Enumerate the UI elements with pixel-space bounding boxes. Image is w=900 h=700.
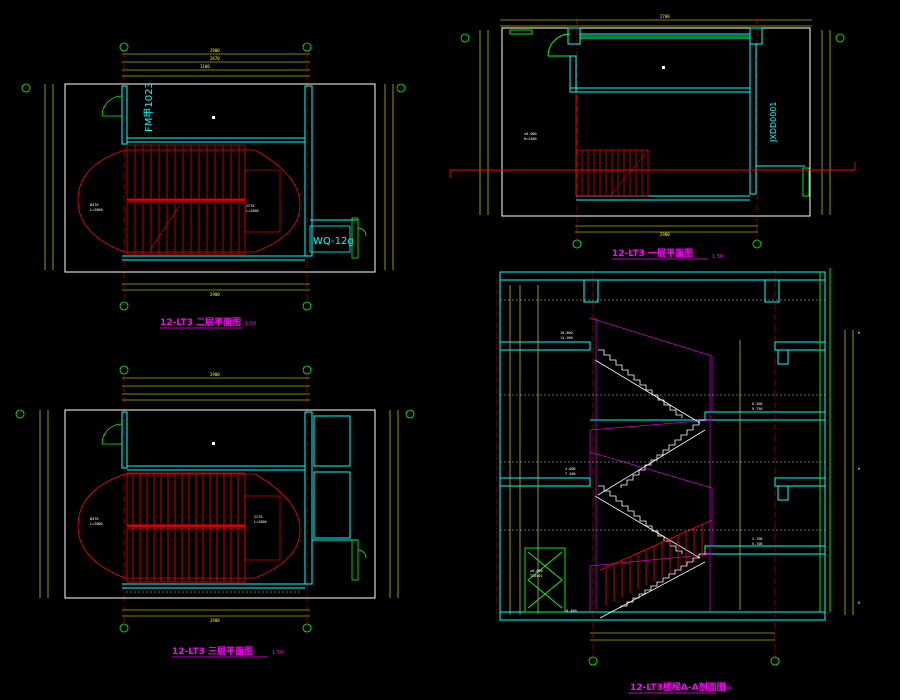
svg-text:9.750: 9.750 xyxy=(752,407,763,411)
svg-text:14.200: 14.200 xyxy=(560,336,573,340)
svg-text:4.800: 4.800 xyxy=(565,467,576,471)
svg-text:2900: 2900 xyxy=(660,232,670,237)
plan-2-scale: 1:50 xyxy=(245,321,256,327)
svg-text:±0.000: ±0.000 xyxy=(530,569,543,573)
wall-tag: WQ-12g xyxy=(313,236,354,247)
svg-text:2900: 2900 xyxy=(210,292,220,297)
svg-text:H: H xyxy=(858,331,860,335)
svg-text:2270: 2270 xyxy=(254,515,262,519)
svg-text:H: H xyxy=(858,467,860,471)
svg-text:5.700: 5.700 xyxy=(752,542,763,546)
svg-text:2700: 2700 xyxy=(660,14,670,19)
plan-1-scale: 1:50 xyxy=(712,254,723,260)
door-tag: FM甲1023 xyxy=(144,82,155,132)
svg-text:2900: 2900 xyxy=(210,372,220,377)
svg-text:L=2600: L=2600 xyxy=(254,520,267,524)
svg-text:H=2400: H=2400 xyxy=(524,137,537,141)
first-floor-plan: 2700 2900 xyxy=(449,14,856,260)
svg-text:6.300: 6.300 xyxy=(752,402,763,406)
third-floor-plan: 2900 2900 xyxy=(15,365,415,658)
plan-2-title: 12-LT3 二层平面图 xyxy=(160,317,241,328)
door-tag-first-floor: JXDD0001 xyxy=(769,101,778,143)
svg-text:B470: B470 xyxy=(90,203,98,207)
svg-text:L=2800: L=2800 xyxy=(90,522,103,526)
section-title: 12-LT3楼梯A-A剖面图 xyxy=(630,681,726,693)
svg-text:TC0401: TC0401 xyxy=(530,574,543,578)
svg-text:2670: 2670 xyxy=(210,56,220,61)
svg-text:2900: 2900 xyxy=(210,48,220,53)
svg-text:L=2800: L=2800 xyxy=(90,208,103,212)
svg-text:7.200: 7.200 xyxy=(565,472,576,476)
plan-3-title: 12-LT3 三层平面图 xyxy=(172,646,253,657)
svg-text:H: H xyxy=(858,601,860,605)
svg-text:10.800: 10.800 xyxy=(560,331,573,335)
svg-text:-0.400: -0.400 xyxy=(564,609,577,613)
svg-text:L=2600: L=2600 xyxy=(246,209,259,213)
svg-text:±0.000: ±0.000 xyxy=(524,132,537,136)
section-scale: 1:50 xyxy=(720,686,731,692)
plan-3-scale: 1:50 xyxy=(272,650,283,656)
plan-1-title: 12-LT3 一层平面图 xyxy=(612,248,693,259)
svg-text:1100: 1100 xyxy=(200,64,210,69)
svg-text:B470: B470 xyxy=(90,517,98,521)
svg-text:2270: 2270 xyxy=(246,204,254,208)
svg-text:2.700: 2.700 xyxy=(752,537,763,541)
svg-text:2900: 2900 xyxy=(210,618,220,623)
